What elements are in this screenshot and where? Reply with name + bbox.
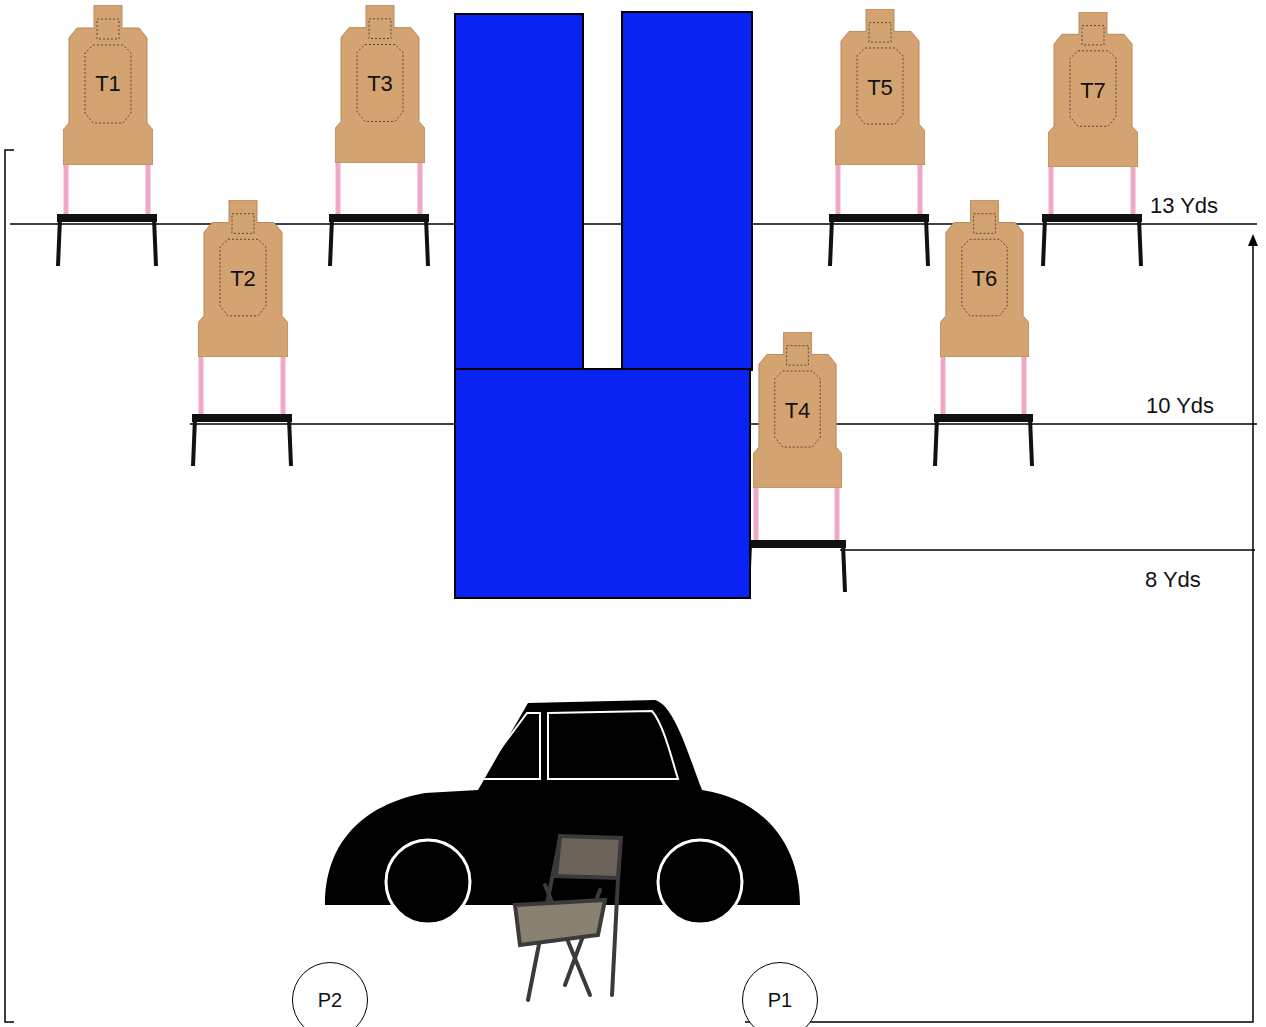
target: T3	[335, 5, 425, 163]
target-label: T7	[1048, 78, 1138, 104]
target-body	[63, 5, 153, 165]
target-label: T6	[940, 266, 1029, 292]
stand-foot	[843, 544, 845, 592]
stand-foot	[154, 218, 156, 266]
stand-base	[934, 414, 1033, 422]
target: T1	[63, 5, 153, 165]
stand-foot	[1043, 218, 1045, 266]
stand-foot	[426, 218, 428, 266]
wall	[455, 369, 750, 598]
target-body	[753, 332, 842, 488]
stand-foot	[58, 218, 60, 266]
left-boundary	[5, 150, 14, 1022]
target-body	[1048, 12, 1138, 167]
stand-foot	[330, 218, 332, 266]
stand-foot	[1139, 218, 1141, 266]
target-zone	[974, 214, 996, 234]
position-label: P2	[318, 989, 342, 1012]
target: T5	[835, 9, 925, 165]
target-zone	[369, 19, 391, 39]
position-label: P1	[768, 989, 792, 1012]
target-label: T5	[835, 75, 925, 101]
shooting-position: P2	[292, 962, 368, 1027]
stand-base	[1042, 214, 1142, 222]
stand-foot	[926, 218, 928, 266]
target-label: T2	[198, 266, 288, 292]
stand-base	[192, 414, 292, 422]
target-label: T4	[753, 398, 842, 424]
chair	[515, 836, 621, 1000]
target-body	[940, 200, 1029, 357]
target: T2	[198, 200, 288, 357]
stand-base	[747, 540, 846, 548]
target-body	[835, 9, 925, 165]
wall	[622, 12, 752, 370]
wall	[455, 14, 583, 370]
target-zone	[1082, 26, 1104, 45]
stand-foot	[935, 418, 937, 466]
line-8-yds	[840, 549, 1255, 551]
stand-foot	[830, 218, 832, 266]
target-zone	[787, 346, 809, 366]
target-label: T3	[335, 71, 425, 97]
target-body	[335, 5, 425, 163]
distance-label: 13 Yds	[1148, 193, 1220, 219]
walls	[455, 12, 752, 598]
target-body	[198, 200, 288, 357]
distance-label: 10 Yds	[1144, 393, 1216, 419]
stand-foot	[193, 418, 195, 466]
target: T4	[753, 332, 842, 488]
target-label: T1	[63, 71, 153, 97]
distance-label: 8 Yds	[1143, 567, 1203, 593]
target: T6	[940, 200, 1029, 357]
stand-base	[57, 214, 157, 222]
stand-foot	[1030, 418, 1032, 466]
shooting-position: P1	[742, 962, 818, 1027]
target-zone	[232, 214, 254, 234]
stand-base	[829, 214, 929, 222]
car	[325, 700, 800, 924]
stand-base	[329, 214, 429, 222]
stand-foot	[289, 418, 291, 466]
target-zone	[97, 19, 119, 39]
target: T7	[1048, 12, 1138, 167]
target-zone	[869, 23, 891, 43]
